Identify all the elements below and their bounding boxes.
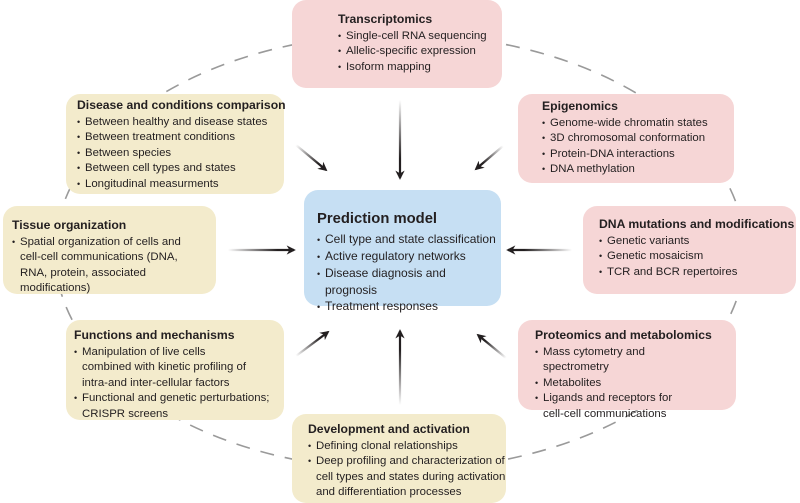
list-item: Between cell types and states bbox=[77, 161, 284, 176]
list-item: Between species bbox=[77, 146, 284, 161]
list-item: Single-cell RNA sequencing bbox=[338, 29, 502, 44]
node-items: Genetic variants Genetic mosaicism TCR a… bbox=[599, 234, 796, 280]
list-item: TCR and BCR repertoires bbox=[599, 265, 796, 280]
list-item: Protein-DNA interactions bbox=[542, 147, 734, 162]
list-item: Genetic mosaicism bbox=[599, 249, 796, 264]
list-item: Disease diagnosis and prognosis bbox=[317, 265, 501, 298]
node-functions: Functions and mechanisms Manipulation of… bbox=[66, 320, 284, 420]
node-title: DNA mutations and modifications bbox=[599, 217, 795, 231]
arrow-from-functions bbox=[295, 330, 330, 357]
node-items: Genome-wide chromatin states 3D chromoso… bbox=[542, 116, 734, 178]
list-item: 3D chromosomal conformation bbox=[542, 131, 734, 146]
list-item: Between healthy and disease states bbox=[77, 115, 284, 130]
arrow-from-proteomics bbox=[476, 333, 507, 359]
node-items: Manipulation of live cells combined with… bbox=[74, 345, 284, 422]
center-title: Prediction model bbox=[317, 211, 438, 227]
list-item: Ligands and receptors for cell-cell comm… bbox=[535, 391, 688, 422]
list-item: Functional and genetic perturbations; CR… bbox=[74, 391, 284, 422]
node-items: Single-cell RNA sequencing Allelic-speci… bbox=[338, 29, 502, 75]
node-items: Between healthy and disease states Betwe… bbox=[77, 115, 284, 192]
node-proteomics: Proteomics and metabolomics Mass cytomet… bbox=[518, 320, 736, 420]
node-title: Tissue organization bbox=[12, 218, 127, 232]
node-title: Transcriptomics bbox=[338, 12, 433, 26]
node-items: Mass cytometry and spectrometry Metaboli… bbox=[535, 345, 710, 422]
node-title: Proteomics and metabolomics bbox=[535, 328, 712, 342]
list-item: Between treatment conditions bbox=[77, 130, 284, 145]
node-title: Epigenomics bbox=[542, 99, 618, 113]
list-item: Cell type and state classification bbox=[317, 231, 501, 248]
node-tissue: Tissue organization Spatial organization… bbox=[3, 206, 216, 294]
list-item: Isoform mapping bbox=[338, 60, 502, 75]
arrow-from-epigenomics bbox=[474, 145, 504, 171]
list-item: Defining clonal relationships bbox=[308, 439, 508, 454]
node-items: Spatial organization of cells and cell-c… bbox=[12, 235, 202, 297]
list-item: DNA methylation bbox=[542, 162, 734, 177]
list-item: Mass cytometry and spectrometry bbox=[535, 345, 710, 376]
list-item: Longitudinal measurments bbox=[77, 177, 284, 192]
node-epigenomics: Epigenomics Genome-wide chromatin states… bbox=[518, 94, 734, 183]
node-title: Functions and mechanisms bbox=[74, 328, 235, 342]
node-development: Development and activation Defining clon… bbox=[292, 414, 506, 503]
center-prediction-model: Prediction model Cell type and state cla… bbox=[304, 190, 501, 313]
list-item: Metabolites bbox=[535, 376, 710, 391]
list-item: Genetic variants bbox=[599, 234, 796, 249]
node-title: Development and activation bbox=[308, 422, 470, 436]
list-item: Deep profiling and characterization of c… bbox=[308, 454, 508, 500]
list-item: Treatment responses bbox=[317, 298, 501, 315]
node-items: Defining clonal relationships Deep profi… bbox=[308, 439, 508, 501]
list-item: Allelic-specific expression bbox=[338, 44, 502, 59]
list-item: Genome-wide chromatin states bbox=[542, 116, 734, 131]
center-items: Cell type and state classification Activ… bbox=[317, 231, 501, 315]
node-transcriptomics: Transcriptomics Single-cell RNA sequenci… bbox=[292, 0, 502, 88]
node-title: Disease and conditions comparison bbox=[77, 98, 286, 112]
node-dna-mutations: DNA mutations and modifications Genetic … bbox=[583, 206, 796, 294]
arrow-from-disease bbox=[295, 144, 328, 172]
node-disease: Disease and conditions comparison Betwee… bbox=[66, 94, 286, 194]
list-item: Active regulatory networks bbox=[317, 248, 501, 265]
list-item: Manipulation of live cells combined with… bbox=[74, 345, 250, 391]
list-item: Spatial organization of cells and cell-c… bbox=[12, 235, 202, 297]
